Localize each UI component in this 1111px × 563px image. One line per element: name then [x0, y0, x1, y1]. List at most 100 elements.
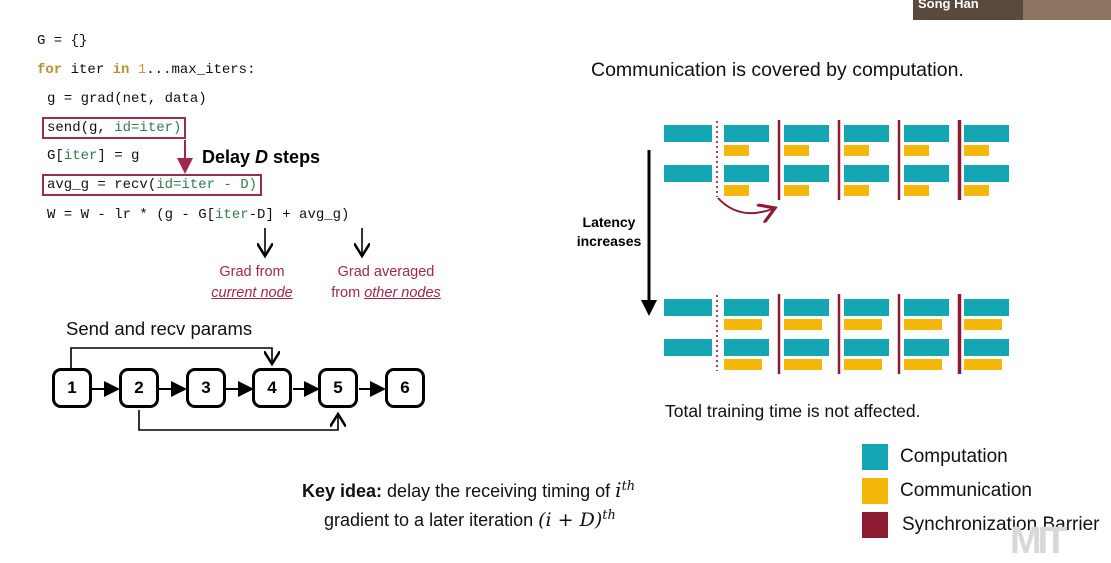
bottom-timeline-row1-first-computation	[664, 339, 712, 356]
bottom-timeline-row1-communication-3	[904, 359, 942, 370]
bottom-timeline-row0-computation-4	[964, 299, 1009, 316]
node-1: 1	[52, 368, 92, 408]
code-send-b: id=iter)	[114, 120, 182, 136]
top-timeline-row0-computation-0	[724, 125, 769, 142]
grad-from-current-annotation: Grad from current node	[196, 262, 308, 304]
bottom-timeline-row0-communication-3	[904, 319, 942, 330]
top-timeline-row0-computation-1	[784, 125, 829, 142]
bottom-timeline-row1-communication-2	[844, 359, 882, 370]
legend-barrier-swatch	[862, 512, 888, 538]
code-recv-b: id=iter - D)	[156, 177, 258, 193]
bottom-timeline-row0-computation-1	[784, 299, 829, 316]
total-time-text: Total training time is not affected.	[665, 401, 921, 421]
bottom-timeline-row0-computation-3	[904, 299, 949, 316]
code-recv-a: avg_g = recv(	[47, 177, 157, 193]
speaker-video-feed	[1023, 0, 1111, 20]
code-g-b: iter	[63, 148, 98, 164]
legend-communication-label: Communication	[900, 480, 1032, 501]
timeline-diagram	[664, 120, 1009, 374]
node-2: 2	[119, 368, 159, 408]
code-line-recv: avg_g = recv(id=iter - D)	[42, 174, 263, 196]
latency-label: Latency increases	[567, 213, 651, 251]
code-line-5: G[iter] = g	[47, 148, 139, 164]
node-5: 5	[318, 368, 358, 408]
current-node-text: current node	[211, 285, 293, 301]
bottom-timeline-row1-computation-0	[724, 339, 769, 356]
speaker-video-tile[interactable]	[913, 0, 1111, 20]
key-idea-sup-2: th	[602, 508, 616, 523]
delay-steps: steps	[268, 147, 321, 167]
top-timeline-row0-computation-2	[844, 125, 889, 142]
top-timeline-row0-computation-3	[904, 125, 949, 142]
key-idea-text-2: gradient to a later iteration	[324, 510, 539, 530]
kw-in: in	[112, 62, 130, 78]
top-timeline-row0-communication-2	[844, 145, 869, 156]
top-timeline-row1-communication-1	[784, 185, 809, 196]
node-6: 6	[385, 368, 425, 408]
bottom-timeline-row0-first-computation	[664, 299, 712, 316]
node-3: 3	[186, 368, 226, 408]
code-w-a: W = W - lr * (g - G[	[47, 207, 216, 223]
key-idea-sup-1: th	[621, 479, 636, 494]
legend-barrier-label: Synchronization Barrier	[902, 514, 1100, 535]
delay-text: Delay	[202, 147, 256, 167]
key-idea-math-i: i	[615, 478, 622, 502]
right-title: Communication is covered by computation.	[591, 59, 964, 81]
top-timeline-row1-first-computation	[664, 165, 712, 182]
mit-watermark: MIT	[1010, 520, 1067, 562]
delay-label: Delay D steps	[202, 147, 320, 168]
top-timeline-row0-communication-3	[904, 145, 929, 156]
top-timeline-row0-computation-4	[964, 125, 1009, 142]
key-idea-bold: Key idea:	[302, 481, 383, 501]
code-line-7: W = W - lr * (g - G[iter-D] + avg_g)	[47, 207, 349, 223]
delay-d: D	[255, 147, 269, 167]
top-timeline-row1-communication-4	[964, 185, 989, 196]
bottom-timeline-row1-computation-4	[964, 339, 1009, 356]
top-timeline-row1-communication-3	[904, 185, 929, 196]
top-timeline-row1-computation-3	[904, 165, 949, 182]
latency-text: Latency	[582, 214, 636, 230]
bottom-timeline-row0-communication-0	[724, 319, 762, 330]
code-send-a: send(g,	[47, 120, 115, 136]
key-idea-line-2: gradient to a later iteration (i + D)th	[324, 508, 616, 531]
key-idea-math-iD: (i + D)	[538, 509, 603, 531]
code-w-c: -D] + avg_g)	[248, 207, 350, 223]
code-g-c: ] = g	[97, 148, 140, 164]
code-w-b: iter	[215, 207, 249, 223]
top-timeline-row1-computation-2	[844, 165, 889, 182]
code-max-iters: ...max_iters:	[146, 62, 256, 78]
bottom-timeline-row0-communication-1	[784, 319, 822, 330]
code-one: 1	[129, 62, 147, 78]
bottom-timeline-row0-computation-0	[724, 299, 769, 316]
top-timeline-row0-communication-0	[724, 145, 749, 156]
top-timeline-row0-first-computation	[664, 125, 712, 142]
from-text: from	[331, 285, 365, 301]
code-iter: iter	[62, 62, 113, 78]
bottom-timeline-row0-computation-2	[844, 299, 889, 316]
bottom-timeline-row0-communication-2	[844, 319, 882, 330]
bottom-timeline-row1-communication-1	[784, 359, 822, 370]
bottom-timeline-row1-computation-2	[844, 339, 889, 356]
legend-computation-swatch	[862, 444, 888, 470]
code-line-send: send(g, id=iter)	[42, 117, 187, 139]
top-timeline-row1-computation-1	[784, 165, 829, 182]
top-timeline-row1-computation-0	[724, 165, 769, 182]
legend-computation-label: Computation	[900, 446, 1008, 467]
other-nodes-text: other nodes	[364, 285, 441, 301]
top-timeline-row1-communication-2	[844, 185, 869, 196]
bottom-timeline-row1-communication-4	[964, 359, 1002, 370]
key-idea-text-1: delay the receiving timing of	[382, 481, 616, 501]
code-g-a: G[	[47, 148, 64, 164]
key-idea-line-1: Key idea: delay the receiving timing of …	[302, 478, 635, 502]
node-4: 4	[252, 368, 292, 408]
left-diagram-arrows	[70, 140, 1111, 431]
speaker-name: Song Han	[918, 0, 979, 11]
increases-text: increases	[576, 233, 642, 249]
send-recv-title: Send and recv params	[66, 318, 253, 339]
kw-for: for	[37, 62, 63, 78]
grad-from-text: Grad from	[219, 264, 285, 280]
top-timeline-row1-communication-0	[724, 185, 749, 196]
top-timeline-row0-communication-1	[784, 145, 809, 156]
code-line-1: G = {}	[37, 33, 88, 49]
code-line-2: for iter in 1...max_iters:	[37, 62, 255, 78]
